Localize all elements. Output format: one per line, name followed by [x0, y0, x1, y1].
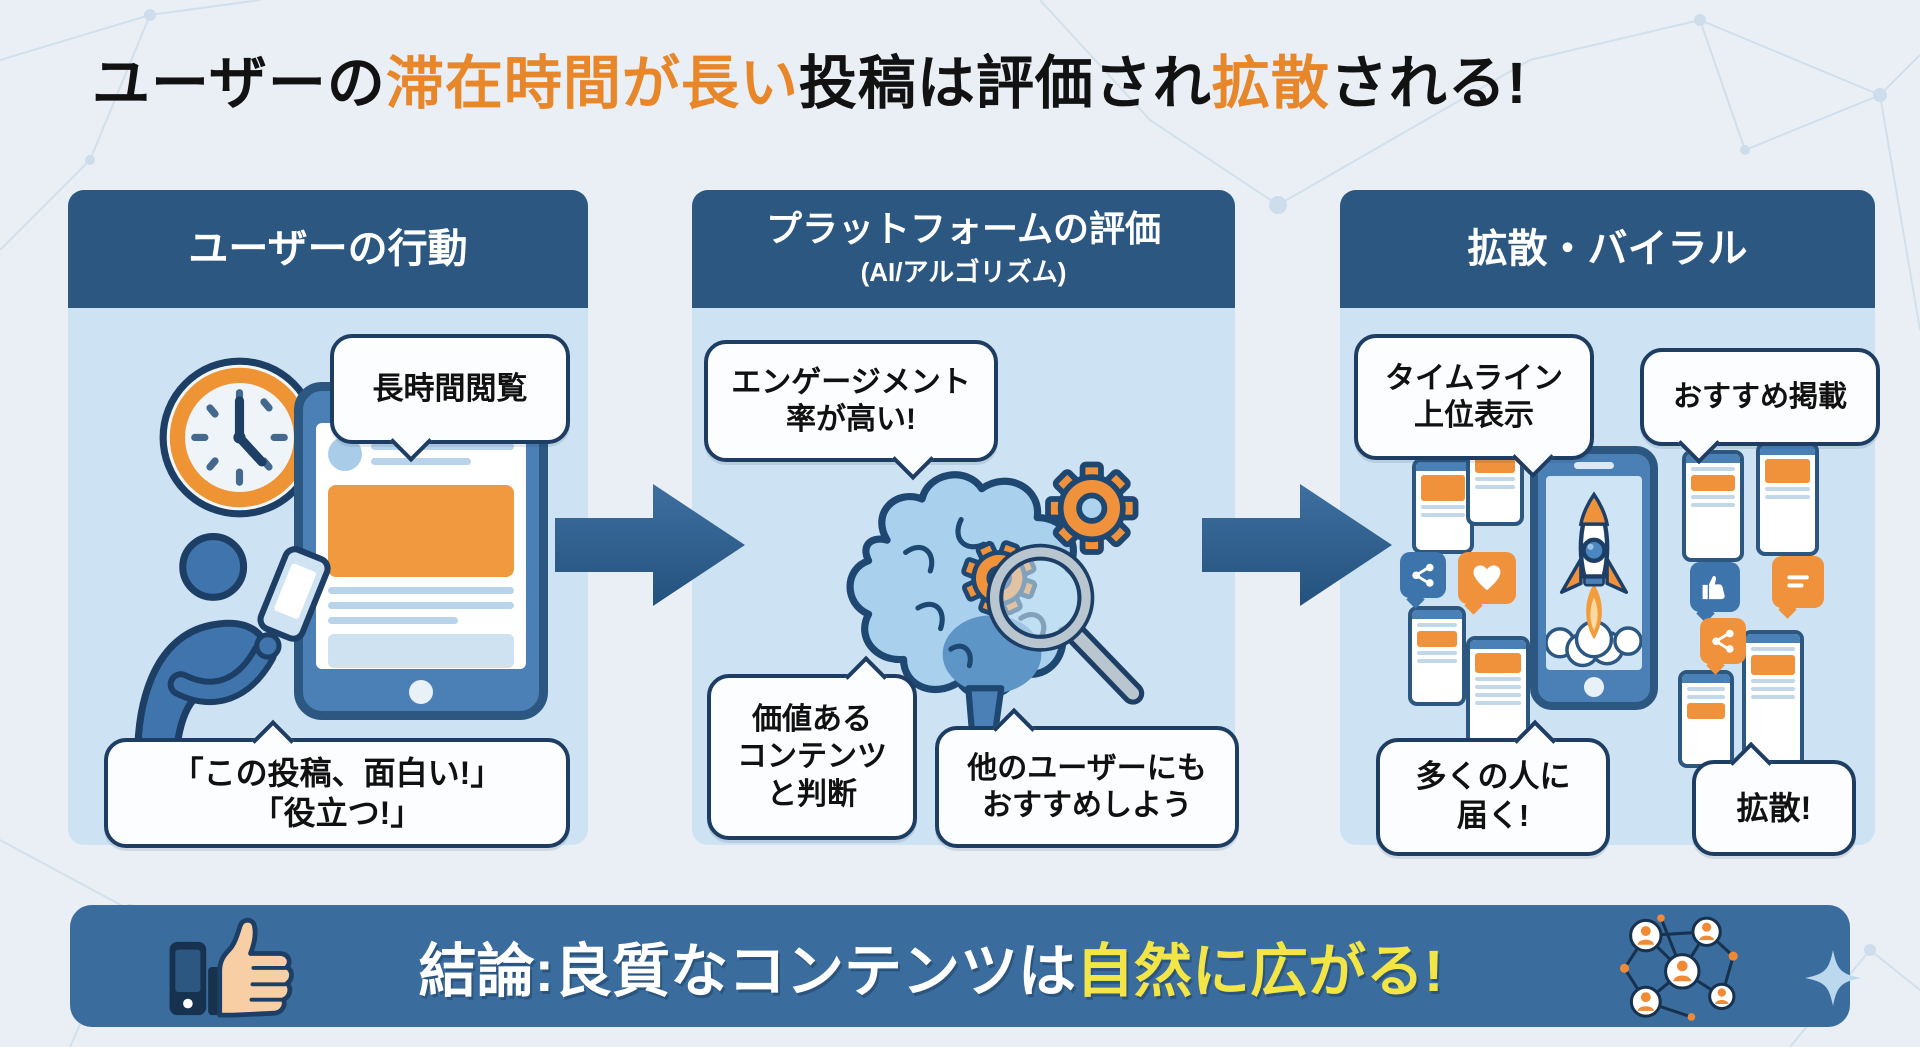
- sparkle-icon: [1805, 950, 1861, 1006]
- panel-platform-title: プラットフォームの評価: [766, 207, 1161, 249]
- speech-bubble-reach-many: 多くの人に 届く!: [1376, 719, 1610, 856]
- panel-viral-header: 拡散・バイラル: [1340, 190, 1875, 308]
- bubble-text-line2: コンテンツ: [737, 740, 887, 774]
- panel-viral-body: タイムライン 上位表示 おすすめ掲載: [1340, 308, 1880, 856]
- conclusion-text: 結論:良質なコンテンツは自然に広がる!: [332, 905, 1530, 1027]
- speech-bubble-valuable-content: 価値ある コンテンツ と判断: [707, 655, 917, 840]
- panel-platform-evaluation: プラットフォームの評価 (AI/アルゴリズム) エンゲージメント 率が高い!: [692, 190, 1239, 848]
- speech-bubble-spread: 拡散!: [1692, 741, 1856, 856]
- mini-phone-icon: [1678, 670, 1734, 768]
- bubble-text-line3: と判断: [767, 777, 857, 811]
- gear-icon: [1048, 464, 1136, 552]
- right-arrow-icon: [555, 484, 745, 606]
- bubble-text-line1: タイムライン: [1385, 361, 1563, 395]
- chat-icon: [1772, 556, 1824, 608]
- thumbs-up-icon: [169, 917, 294, 1018]
- panel-platform-subtitle: (AI/アルゴリズム): [860, 257, 1067, 288]
- mini-phone-icon: [1412, 458, 1474, 554]
- brain-ai-icon: [846, 428, 1145, 766]
- title-part1: ユーザーの: [92, 51, 386, 116]
- speech-bubble-recommend-others: 他のユーザーにも おすすめしよう: [935, 707, 1239, 848]
- magnifier-icon: [986, 543, 1145, 705]
- title-part3: される!: [1329, 51, 1528, 116]
- speech-bubble-recommended-listing: おすすめ掲載: [1640, 348, 1880, 465]
- people-network-icon: [1619, 914, 1738, 1021]
- right-arrow-icon: [1202, 484, 1392, 606]
- conclusion-banner: 結論:良質なコンテンツは自然に広がる!: [70, 905, 1850, 1027]
- page-title: ユーザーの滞在時間が長い投稿は評価され拡散される!: [92, 36, 1527, 120]
- share-icon: [1400, 552, 1446, 598]
- bubble-text-line1: エンゲージメント: [731, 365, 971, 399]
- title-highlight-spread: 拡散: [1211, 51, 1330, 116]
- panel-platform-header: プラットフォームの評価 (AI/アルゴリズム): [692, 190, 1235, 308]
- panel-viral-title: 拡散・バイラル: [1467, 227, 1748, 271]
- bubble-text-line2: 上位表示: [1414, 399, 1534, 432]
- rocket-screen: [1546, 476, 1642, 670]
- smartphone-screen: [316, 423, 526, 669]
- title-part2: 投稿は評価され: [798, 51, 1212, 116]
- bubble-text-line1: 「この投稿、面白い!」: [171, 755, 503, 791]
- speech-bubble-user-comment: 「この投稿、面白い!」 「役立つ!」: [104, 719, 570, 848]
- share-icon: [1700, 618, 1746, 664]
- title-highlight-dwell-time: 滞在時間が長い: [385, 51, 799, 116]
- bubble-text-line1: 他のユーザーにも: [967, 751, 1207, 785]
- bubble-text-line2: 届く!: [1456, 798, 1530, 833]
- rocket-icon: [1546, 491, 1642, 668]
- speech-bubble-engagement: エンゲージメント 率が高い!: [704, 340, 998, 481]
- panel-user-action-header: ユーザーの行動: [68, 190, 588, 308]
- mini-phone-icon: [1682, 450, 1744, 562]
- panel-user-action-body: 長時間閲覧: [68, 308, 588, 848]
- conclusion-main: 結論:良質なコンテンツは: [418, 939, 1076, 1004]
- mini-phone-icon: [1756, 442, 1819, 556]
- panel-platform-body: エンゲージメント 率が高い!: [692, 308, 1239, 848]
- bubble-text-line2: おすすめしよう: [982, 789, 1192, 822]
- speech-bubble-long-viewing: 長時間閲覧: [330, 334, 570, 463]
- bubble-text: 長時間閲覧: [372, 370, 528, 406]
- conclusion-highlight: 自然に広がる!: [1076, 939, 1444, 1004]
- rocket-phone-icon: [1530, 446, 1658, 710]
- bubble-text-line1: 価値ある: [752, 702, 872, 736]
- heart-icon: [1458, 552, 1516, 604]
- panel-user-action-title: ユーザーの行動: [188, 227, 468, 271]
- mini-phone-icon: [1408, 606, 1466, 706]
- panel-user-action: ユーザーの行動 長時間閲覧: [68, 190, 588, 848]
- bubble-text-line1: 多くの人に: [1415, 759, 1571, 795]
- speech-bubble-timeline-top: タイムライン 上位表示: [1354, 334, 1594, 479]
- thumbs-up-icon: [1690, 562, 1740, 612]
- bubble-text: 拡散!: [1736, 790, 1812, 826]
- panel-viral-spread: 拡散・バイラル タイムライン 上位表示 おすすめ掲載: [1340, 190, 1880, 856]
- bubble-text-line2: 率が高い!: [786, 403, 916, 436]
- person-with-phone-icon: [134, 532, 331, 776]
- bubble-text: おすすめ掲載: [1672, 380, 1847, 413]
- bubble-text-line2: 「役立つ!」: [251, 795, 423, 831]
